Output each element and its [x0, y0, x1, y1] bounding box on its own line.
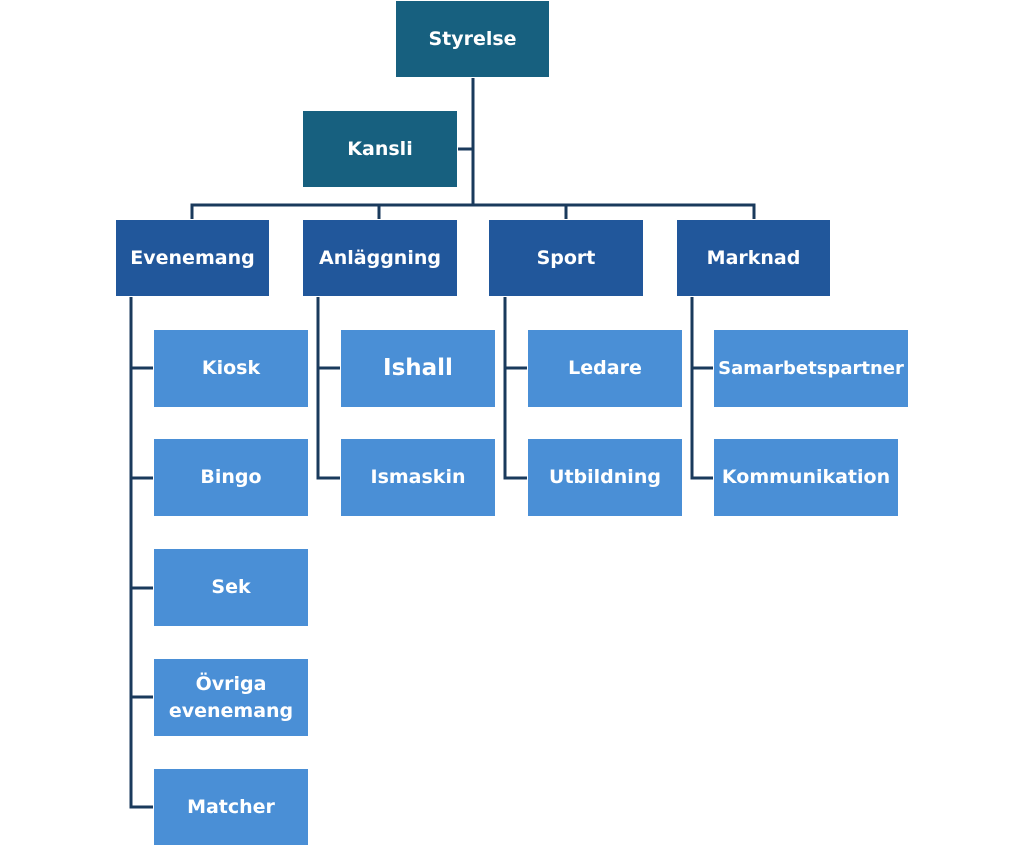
- sub-unit-kiosk: Kiosk: [153, 329, 309, 408]
- sub-unit-samarbetspartner: Samarbetspartner: [713, 329, 909, 408]
- sub-unit-ishall: Ishall: [340, 329, 496, 408]
- department-label: Evenemang: [130, 246, 255, 269]
- office-node-label: Kansli: [347, 137, 413, 160]
- sub-unit-ismaskin: Ismaskin: [340, 438, 496, 517]
- sub-unit-ledare: Ledare: [527, 329, 683, 408]
- sub-unit-sek: Sek: [153, 548, 309, 627]
- sub-unit-label: Ledare: [568, 357, 642, 379]
- sub-unit-label: Bingo: [200, 466, 262, 488]
- sub-unit-label: Kiosk: [201, 357, 261, 379]
- department-node-sport: Sport: [488, 219, 644, 297]
- sub-unit-label: Ishall: [383, 355, 453, 381]
- sub-unit-label: Sek: [211, 576, 251, 598]
- department-label: Marknad: [706, 246, 801, 269]
- sub-unit-label: Kommunikation: [721, 466, 891, 488]
- sub-unit-label: Samarbetspartner: [718, 358, 904, 379]
- sub-unit-bingo: Bingo: [153, 438, 309, 517]
- sub-unit-label: Matcher: [187, 795, 275, 818]
- sub-unit-label: Utbildning: [549, 466, 661, 488]
- sub-unit-matcher: Matcher: [153, 768, 309, 846]
- sub-unit-kommunikation: Kommunikation: [713, 438, 899, 517]
- sub-unit-utbildning: Utbildning: [527, 438, 683, 517]
- department-node-evenemang: Evenemang: [115, 219, 270, 297]
- department-node-anlaggning: Anläggning: [302, 219, 458, 297]
- office-node-kansli: Kansli: [302, 110, 458, 188]
- sub-unit-label: Övriga evenemang: [168, 672, 294, 722]
- department-node-marknad: Marknad: [676, 219, 831, 297]
- root-node-label: Styrelse: [428, 27, 517, 50]
- department-label: Anläggning: [319, 246, 441, 269]
- sub-unit-ovriga-evenemang: Övriga evenemang: [153, 658, 309, 737]
- root-node-styrelse: Styrelse: [395, 0, 550, 78]
- department-label: Sport: [536, 246, 596, 269]
- sub-unit-label: Ismaskin: [370, 466, 466, 488]
